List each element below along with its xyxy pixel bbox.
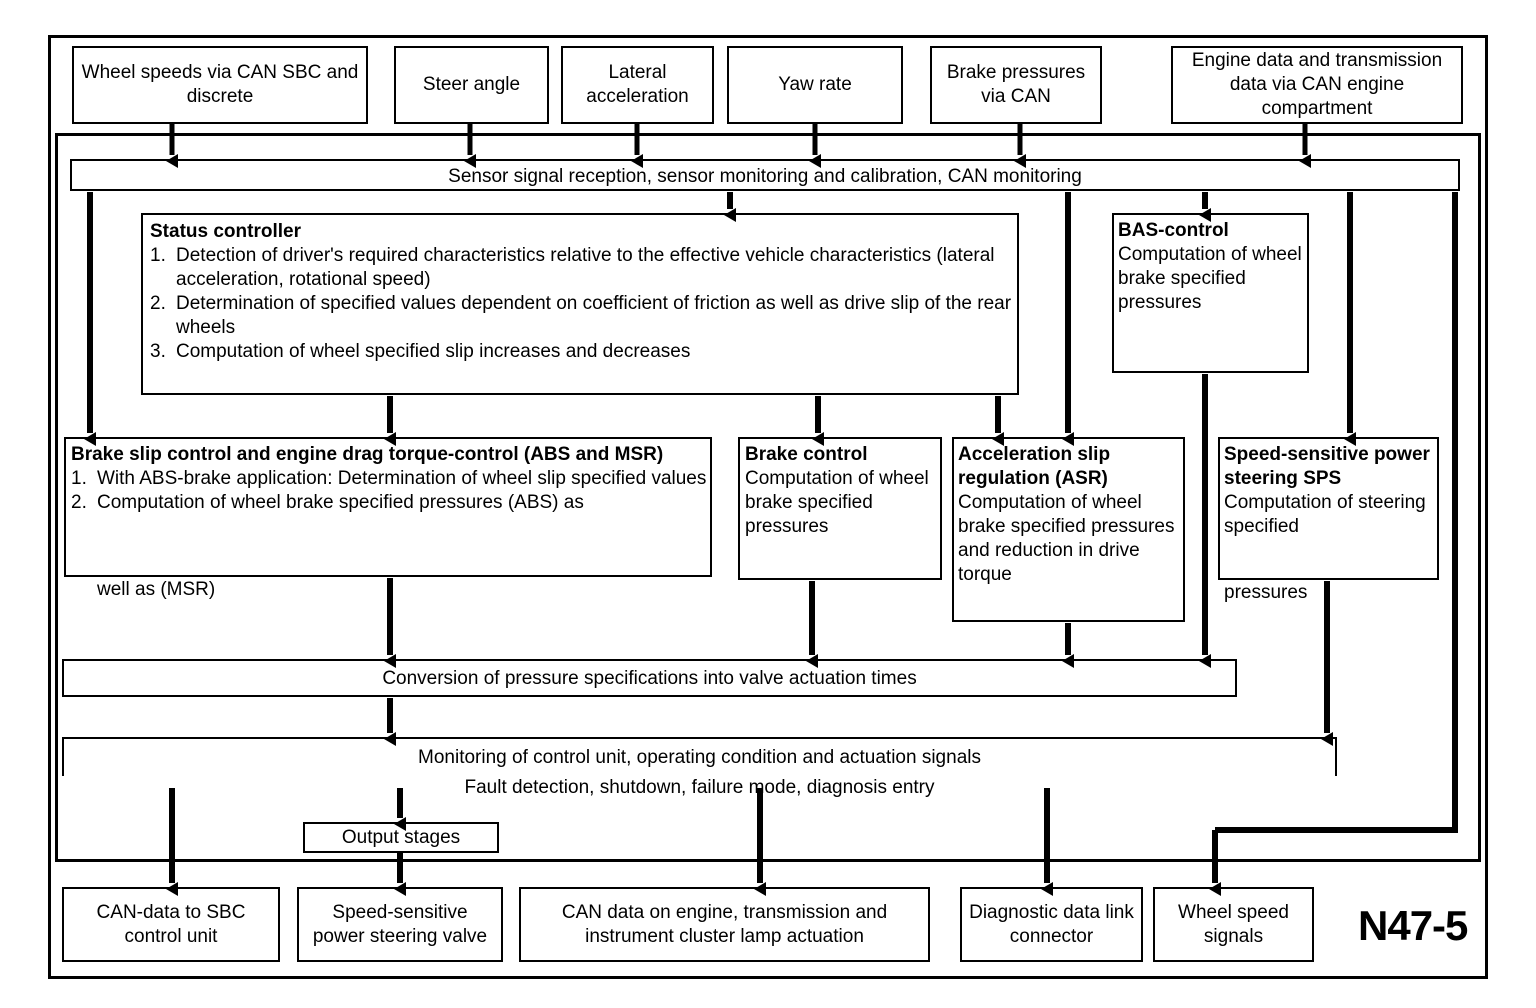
brake-slip-control-box[interactable] [64, 437, 712, 577]
output-box-can-data-engine[interactable]: CAN data on engine, transmission and ins… [519, 887, 930, 962]
monitoring-bar-line2: Fault detection, shutdown, failure mode,… [62, 776, 1337, 800]
status-controller-item: 2. Determination of specified values depe… [150, 292, 1016, 340]
output-box-diagnostic-connector[interactable]: Diagnostic data link connector [960, 887, 1143, 962]
output-label: Speed-sensitive power steering valve [312, 901, 488, 947]
output-label: Wheel speed signals [1178, 901, 1289, 947]
sensor-signal-reception-bar[interactable]: Sensor signal reception, sensor monitori… [70, 159, 1460, 191]
input-box-wheel-speeds[interactable]: Wheel speeds via CAN SBC and discrete [72, 46, 368, 124]
brake-slip-item: 2. Computation of wheel brake specified p… [71, 491, 709, 515]
brake-control-box[interactable] [738, 437, 942, 580]
brake-slip-overflow-text: well as (MSR) [97, 578, 216, 602]
input-label: Engine data and transmission data via CA… [1191, 50, 1443, 119]
output-box-sps-valve[interactable]: Speed-sensitive power steering valve [297, 887, 503, 962]
input-box-lateral-acceleration[interactable]: Lateral acceleration [561, 46, 714, 124]
sps-content: Speed-sensitive power steering SPS Compu… [1224, 443, 1438, 539]
output-box-can-data-sbc[interactable]: CAN-data to SBC control unit [62, 887, 280, 962]
input-label: Lateral acceleration [586, 62, 689, 107]
item-number: 2. [150, 293, 166, 314]
input-label: Steer angle [422, 74, 521, 95]
output-box-wheel-speed-signals[interactable]: Wheel speed signals [1153, 887, 1314, 962]
output-label: Diagnostic data link connector [969, 901, 1134, 947]
brake-control-body: Computation of wheel brake specified pre… [745, 468, 929, 537]
bas-control-content: BAS-control Computation of wheel brake s… [1118, 219, 1308, 315]
monitoring-bar-line1: Monitoring of control unit, operating co… [418, 747, 981, 768]
conversion-bar[interactable]: Conversion of pressure specifications in… [62, 659, 1237, 697]
item-number: 2. [71, 492, 87, 513]
control-unit-frame [55, 133, 1481, 862]
input-label: Yaw rate [778, 74, 852, 95]
output-stages-label: Output stages [341, 826, 461, 848]
sensor-bar-label: Sensor signal reception, sensor monitori… [448, 166, 1082, 187]
item-number: 1. [150, 245, 166, 266]
input-box-steer-angle[interactable]: Steer angle [394, 46, 549, 124]
sps-body: Computation of steering specified [1224, 492, 1426, 537]
item-text: Detection of driver's required character… [176, 245, 995, 290]
sps-overflow-text: pressures [1224, 581, 1308, 605]
input-box-yaw-rate[interactable]: Yaw rate [727, 46, 903, 124]
status-controller-title: Status controller [150, 221, 301, 242]
asr-body: Computation of wheel brake specified pre… [958, 492, 1175, 585]
brake-slip-item: 1. With ABS-brake application: Determinat… [71, 467, 709, 491]
outer-frame [48, 35, 1488, 979]
conversion-bar-label: Conversion of pressure specifications in… [382, 668, 917, 689]
diagram-code-label: N47-5 [1358, 902, 1468, 949]
input-box-brake-pressures[interactable]: Brake pressures via CAN [930, 46, 1102, 124]
output-label: CAN-data to SBC control unit [96, 901, 246, 947]
output-label: CAN data on engine, transmission and ins… [561, 901, 888, 947]
input-label: Brake pressures via CAN [946, 62, 1086, 107]
output-stages-box[interactable]: Output stages [303, 822, 499, 853]
item-number: 1. [71, 468, 87, 489]
status-controller-item: 3. Computation of wheel specified slip in… [150, 340, 1016, 364]
item-text: Computation of wheel specified slip incr… [176, 341, 691, 362]
status-controller-item: 1. Detection of driver's required charact… [150, 244, 1016, 292]
input-box-engine-data[interactable]: Engine data and transmission data via CA… [1171, 46, 1463, 124]
item-text: Computation of wheel brake specified pre… [97, 492, 584, 513]
status-controller-box[interactable] [141, 213, 1019, 395]
brake-control-title: Brake control [745, 444, 868, 465]
asr-content: Acceleration slip regulation (ASR) Compu… [958, 443, 1184, 587]
input-label: Wheel speeds via CAN SBC and discrete [81, 62, 359, 107]
item-text: With ABS-brake application: Determinatio… [97, 468, 707, 489]
bas-control-title: BAS-control [1118, 220, 1229, 241]
brake-control-content: Brake control Computation of wheel brake… [745, 443, 941, 539]
status-controller-content: Status controller 1. Detection of driver'… [150, 220, 1016, 364]
sps-title: Speed-sensitive power steering SPS [1224, 444, 1430, 489]
item-text: Determination of specified values depend… [176, 293, 1012, 338]
bas-control-body: Computation of wheel brake specified pre… [1118, 244, 1302, 313]
item-number: 3. [150, 341, 166, 362]
asr-title: Acceleration slip regulation (ASR) [958, 444, 1111, 489]
brake-slip-control-title: Brake slip control and engine drag torqu… [71, 444, 664, 465]
brake-slip-control-content: Brake slip control and engine drag torqu… [71, 443, 709, 515]
